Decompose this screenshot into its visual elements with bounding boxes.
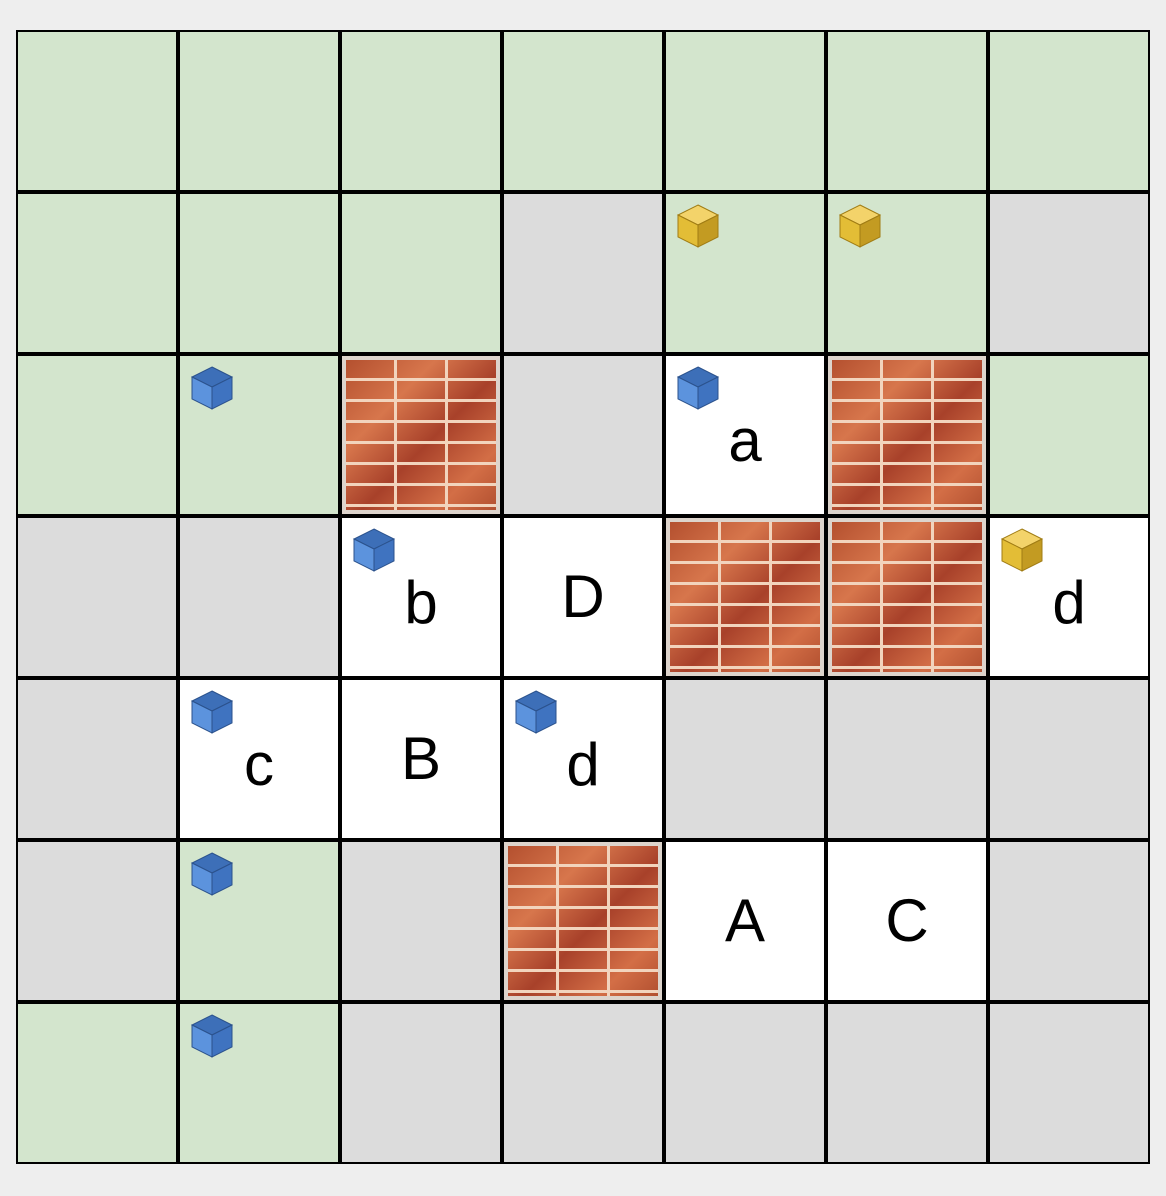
grid-cell[interactable] [180,32,338,190]
grid-cell[interactable] [990,680,1148,838]
grid-cell[interactable] [180,1004,338,1162]
grid-cell[interactable] [504,356,662,514]
yellow-box-icon[interactable] [998,526,1046,574]
blue-agent-icon[interactable] [350,526,398,574]
yellow-box-icon[interactable] [836,202,884,250]
grid-cell[interactable] [504,1004,662,1162]
grid-cell[interactable] [666,680,824,838]
grid-cell[interactable] [342,32,500,190]
grid-cell[interactable] [666,32,824,190]
blue-agent-icon[interactable] [188,1012,236,1060]
cell-label: d [1052,569,1086,637]
grid-cell[interactable] [18,194,176,352]
blue-agent-icon[interactable] [674,364,722,412]
grid-cell[interactable] [828,194,986,352]
wall-tile[interactable] [828,356,986,514]
grid-cell[interactable] [828,1004,986,1162]
cell-label: D [561,563,605,630]
grid-cell[interactable] [828,680,986,838]
grid-cell[interactable] [990,842,1148,1000]
blue-agent-icon[interactable] [188,364,236,412]
cell-label: B [400,725,442,792]
cell-label: a [728,407,762,475]
grid-cell[interactable] [180,194,338,352]
blue-agent-icon[interactable] [188,688,236,736]
grid-cell[interactable] [18,842,176,1000]
cell-label: A [724,887,766,954]
wall-tile[interactable] [828,518,986,676]
wall-tile[interactable] [666,518,824,676]
grid-cell[interactable] [18,518,176,676]
yellow-box-icon[interactable] [674,202,722,250]
grid-cell[interactable]: a [666,356,824,514]
wall-tile[interactable] [342,356,500,514]
grid-cell[interactable]: D [504,518,662,676]
grid-cell[interactable] [18,356,176,514]
cell-label: c [244,731,274,799]
grid-cell[interactable]: c [180,680,338,838]
grid-cell[interactable] [990,32,1148,190]
wall-tile[interactable] [504,842,662,1000]
grid-cell[interactable] [180,518,338,676]
grid-cell[interactable] [990,1004,1148,1162]
grid-cell[interactable] [342,194,500,352]
grid-cell[interactable] [828,32,986,190]
grid-cell[interactable] [504,32,662,190]
grid-cell[interactable] [18,680,176,838]
grid-cell[interactable]: C [828,842,986,1000]
grid-cell[interactable] [990,356,1148,514]
grid-cell[interactable]: B [342,680,500,838]
grid-cell[interactable] [342,1004,500,1162]
cell-label: C [885,887,929,954]
grid-cell[interactable] [18,32,176,190]
grid-cell[interactable] [666,194,824,352]
grid-cell[interactable]: d [504,680,662,838]
cell-label: b [404,569,438,637]
grid-cell[interactable]: A [666,842,824,1000]
grid-cell[interactable]: d [990,518,1148,676]
grid-cell[interactable] [990,194,1148,352]
grid-cell[interactable] [666,1004,824,1162]
grid-cell[interactable] [180,356,338,514]
cell-label: d [566,731,600,799]
grid-cell[interactable] [504,194,662,352]
grid-cell[interactable]: b [342,518,500,676]
grid-cell[interactable] [342,842,500,1000]
grid-cell[interactable] [180,842,338,1000]
blue-agent-icon[interactable] [512,688,560,736]
blue-agent-icon[interactable] [188,850,236,898]
grid-cell[interactable] [18,1004,176,1162]
